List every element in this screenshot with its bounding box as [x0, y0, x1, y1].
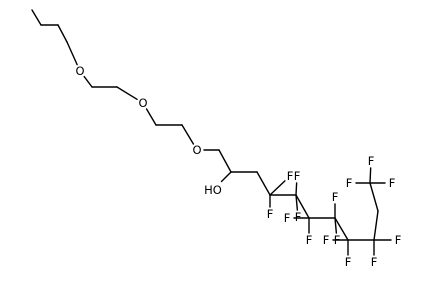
bond	[295, 182, 298, 196]
bond	[369, 182, 379, 212]
bond	[373, 210, 379, 241]
fluorine-atom-label: F	[389, 176, 396, 190]
fluorine-atom-label: F	[294, 169, 301, 183]
bond	[256, 171, 271, 196]
bond	[295, 194, 299, 211]
bond	[218, 149, 232, 173]
bond	[116, 86, 138, 101]
bond	[83, 75, 93, 88]
fluorine-atom-label: F	[395, 233, 402, 247]
bond	[295, 194, 310, 219]
fluorine-atom-label: F	[345, 255, 352, 269]
bond	[334, 217, 349, 241]
fluorine-atom-label: F	[334, 233, 341, 247]
bond	[66, 41, 78, 66]
fluorine-atom-label: F	[332, 190, 339, 204]
hydroxyl-group-label: HO	[204, 183, 222, 197]
bond	[181, 124, 195, 145]
oxygen-atom-label: O	[75, 64, 84, 78]
fluorine-atom-label: F	[371, 255, 378, 269]
bond	[57, 24, 68, 43]
bond	[31, 9, 42, 26]
fluorine-atom-label: F	[295, 210, 302, 224]
fluorine-atom-label: F	[284, 211, 291, 225]
bond	[145, 108, 157, 126]
bond-layer	[31, 9, 392, 256]
fluorine-atom-label: F	[346, 176, 353, 190]
fluorine-atom-label: F	[306, 233, 313, 247]
fluorine-atom-label: F	[323, 233, 330, 247]
bond	[269, 180, 286, 196]
oxygen-atom-label: O	[192, 143, 201, 157]
fluorine-atom-label: F	[368, 154, 375, 168]
fluorine-atom-label: F	[287, 169, 294, 183]
bond	[369, 167, 372, 184]
oxygen-atom-label: O	[138, 96, 147, 110]
fluorine-atom-label: F	[267, 207, 274, 221]
bond	[334, 217, 338, 234]
bond	[220, 171, 232, 183]
